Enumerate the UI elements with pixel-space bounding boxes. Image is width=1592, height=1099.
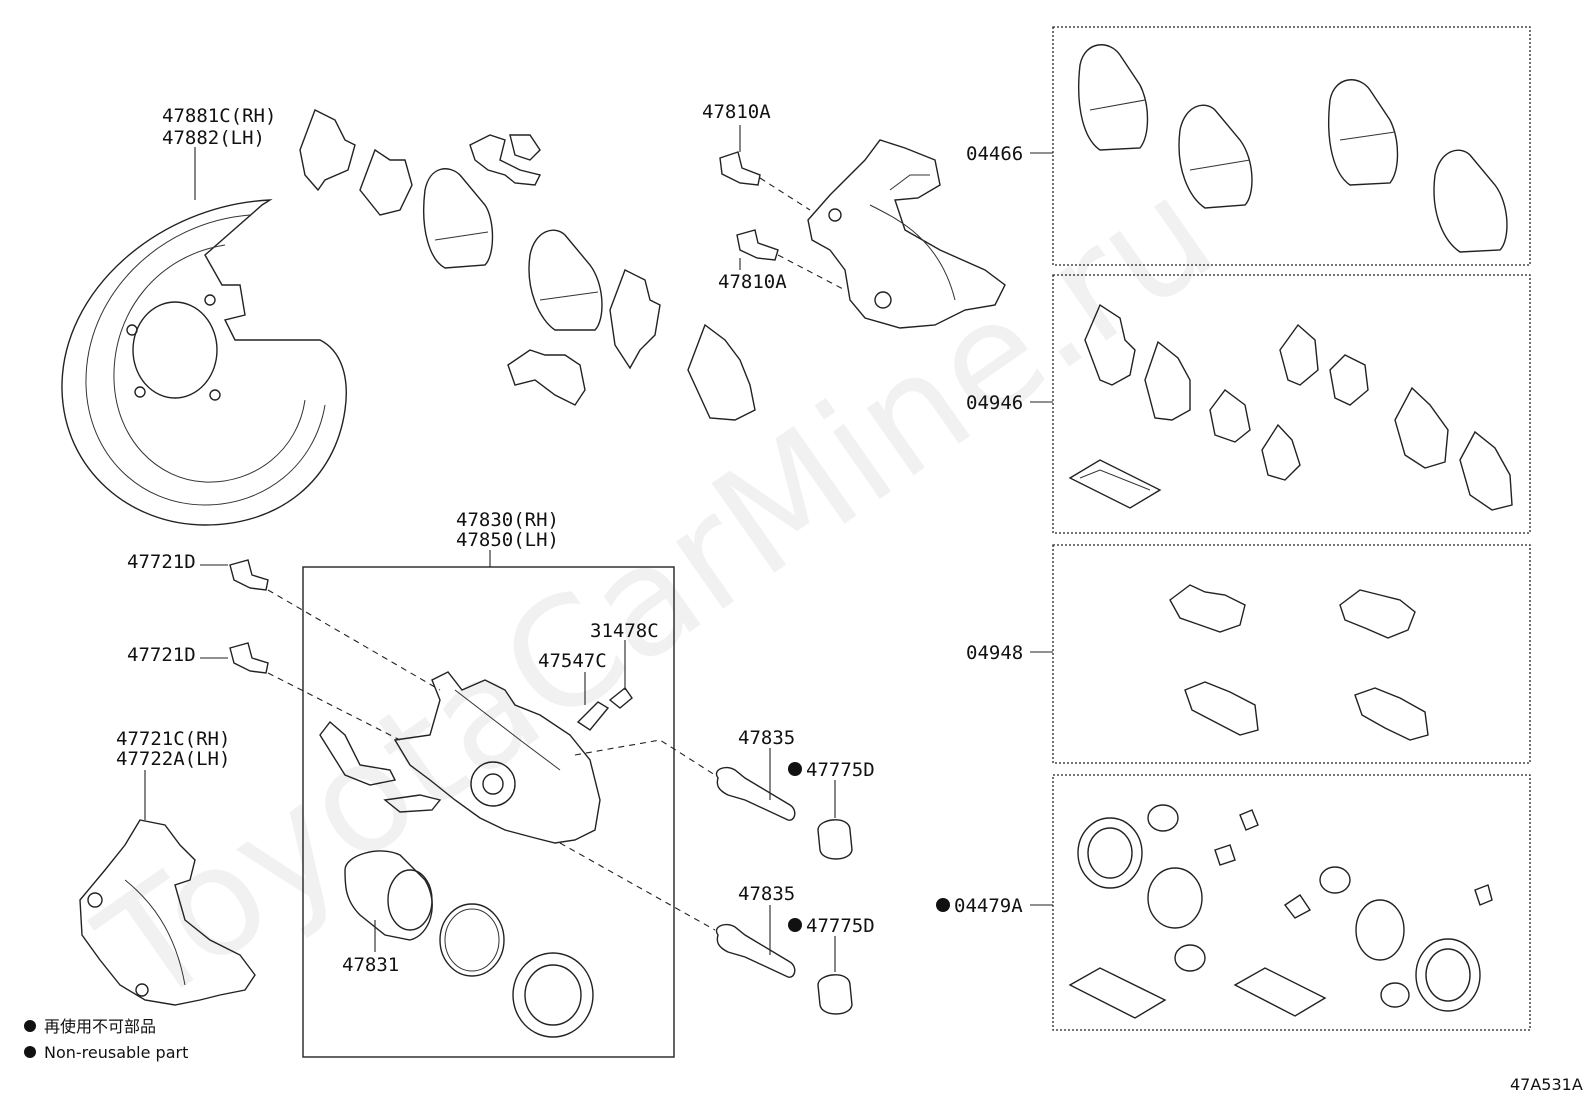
label-bracket-rh: 47721C(RH)	[116, 728, 230, 750]
pad-kit-drawing	[1078, 44, 1508, 253]
label-caliper-lh: 47850(LH)	[456, 529, 559, 551]
piston-drawing	[344, 850, 433, 941]
seal-kit-box	[1052, 774, 1531, 1031]
non-reusable-marker	[788, 762, 802, 776]
label-bolt-top-2: 47810A	[718, 271, 787, 293]
non-reusable-marker	[788, 918, 802, 932]
label-bleeder-plug: 47547C	[538, 650, 607, 672]
label-fitting-kit: 04948	[966, 642, 1023, 664]
left-bolts-drawing	[229, 559, 269, 674]
pad-kit-box	[1052, 26, 1531, 266]
guide-line	[267, 589, 441, 691]
label-bracket-lh: 47722A(LH)	[116, 748, 230, 770]
shim-kit-box	[1052, 274, 1531, 534]
piston-boot-drawing	[512, 952, 594, 1038]
seal-kit-drawing	[1068, 804, 1493, 1019]
guide-line	[759, 177, 811, 211]
label-caliper-rh: 47830(RH)	[456, 509, 559, 531]
label-seal-kit: 04479A	[954, 895, 1023, 917]
caliper-body-drawing	[319, 671, 633, 844]
slide-pin-drawing	[715, 766, 796, 978]
label-boot-1: 47775D	[806, 759, 875, 781]
figure-code: 47A531A	[1510, 1075, 1583, 1094]
guide-line	[777, 254, 846, 291]
label-slide-pin-2: 47835	[738, 883, 795, 905]
legend-english: Non-reusable part	[44, 1043, 188, 1062]
label-boot-2: 47775D	[806, 915, 875, 937]
upper-caliper-bracket-drawing	[719, 139, 1006, 329]
label-bolt-left-2: 47721D	[127, 644, 196, 666]
guide-line	[574, 739, 716, 776]
piston-seal-drawing	[439, 903, 505, 977]
non-reusable-marker	[936, 898, 950, 912]
label-shim-kit: 04946	[966, 392, 1023, 414]
fitting-kit-drawing	[1169, 584, 1429, 741]
label-pad-kit: 04466	[966, 143, 1023, 165]
label-backing-plate-lh: 47882(LH)	[162, 127, 265, 149]
lower-bracket-drawing	[79, 819, 256, 1006]
label-bolt-left-1: 47721D	[127, 551, 196, 573]
fitting-kit-box	[1052, 544, 1531, 764]
caliper-assembly-box	[302, 566, 675, 1058]
label-slide-pin-1: 47835	[738, 727, 795, 749]
legend-japanese: 再使用不可部品	[44, 1017, 156, 1036]
legend-bullet	[24, 1046, 36, 1058]
slide-boot-drawing	[817, 819, 853, 1015]
label-bleeder-cap: 31478C	[590, 620, 659, 642]
legend-bullet	[24, 1020, 36, 1032]
upper-pads-shims-drawing	[299, 109, 756, 421]
guide-line	[559, 842, 716, 931]
watermark-text: ToyotaCarMine.ru	[70, 145, 1244, 1040]
backing-plate-drawing	[61, 199, 347, 526]
guide-line	[267, 672, 401, 741]
label-bolt-top-1: 47810A	[702, 101, 771, 123]
shim-kit-drawing	[1068, 303, 1513, 511]
label-piston: 47831	[342, 954, 399, 976]
label-backing-plate-rh: 47881C(RH)	[162, 105, 276, 127]
